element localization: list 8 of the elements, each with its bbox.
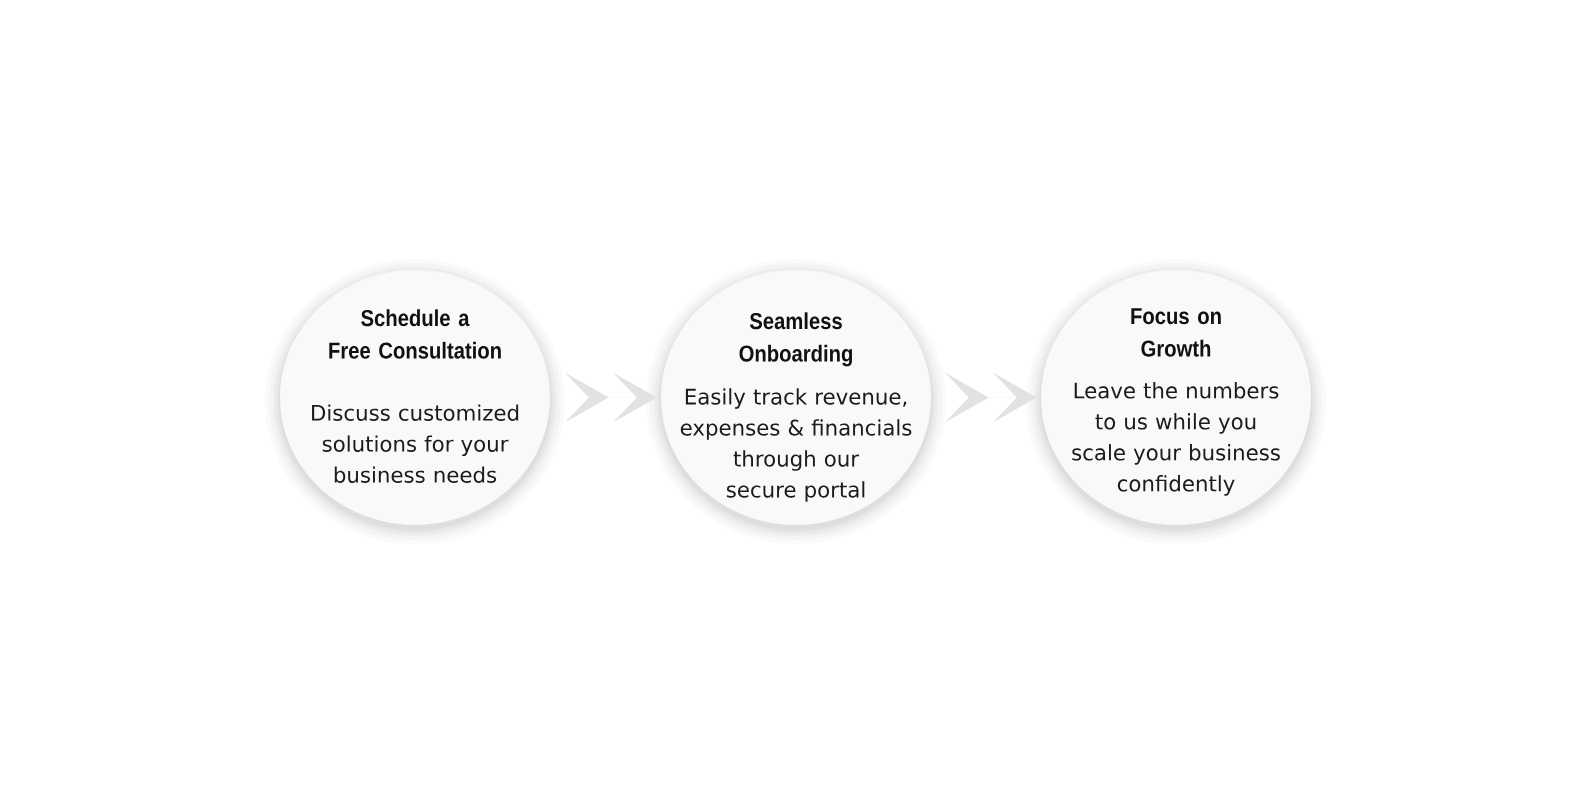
chevron-arrow [564,372,657,423]
step-title: Seamless Onboarding [739,312,852,367]
step-title: Schedule a Free Consultation [329,309,501,359]
step-description: Discuss customized solutions for your business needs [312,404,519,483]
step-title: Focus on Growth [1131,308,1221,357]
chevron-arrow [944,372,1037,423]
step-description: Easily track revenue, expenses & financials through our secure portal [680,388,912,502]
step-description: Leave the numbers to us while you scale your business confidently [1072,382,1280,496]
